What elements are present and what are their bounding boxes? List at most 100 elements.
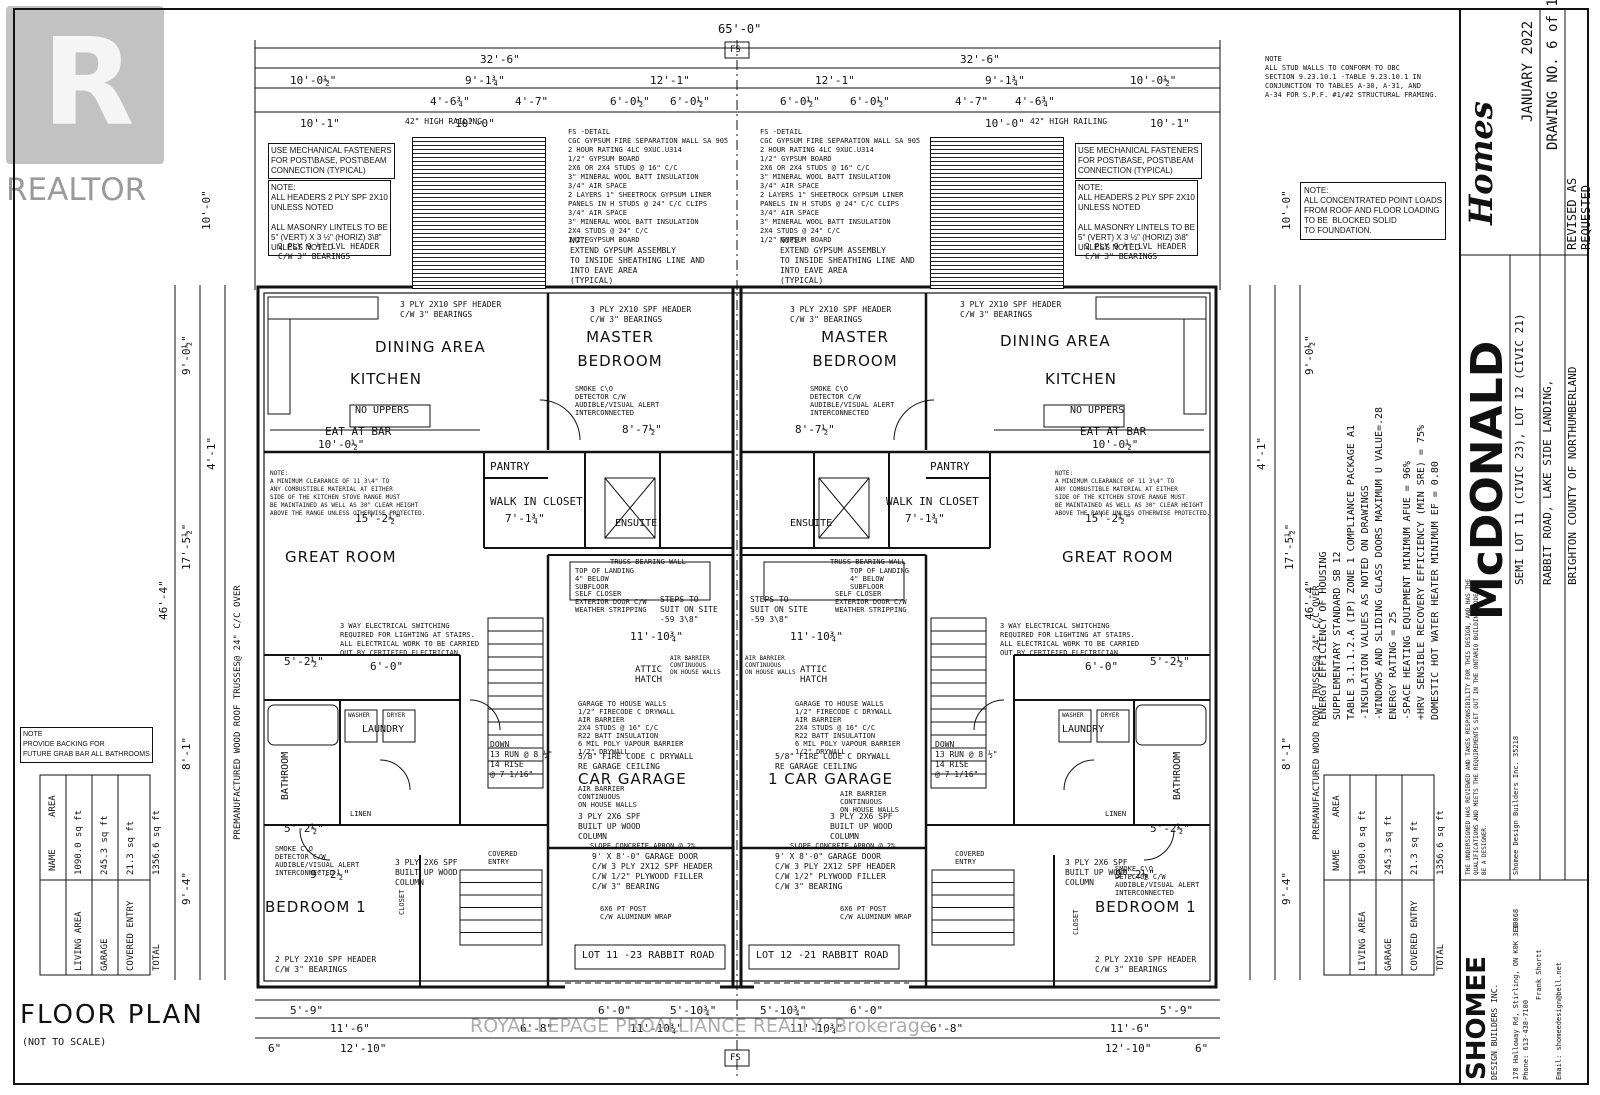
- title-project-2: RABBIT ROAD, LAKE SIDE LANDING,: [1541, 379, 1554, 585]
- title-firm-phone: Phone: 613-438-7100: [1522, 999, 1530, 1080]
- dim-label: 5'-2½": [1150, 655, 1190, 668]
- area-row-name: COVERED ENTRY: [1410, 900, 1420, 971]
- dim-label: 4'-1": [205, 436, 218, 470]
- dim-label: 4'-6¾": [430, 95, 470, 108]
- label-ensuite-left: ENSUITE: [615, 518, 658, 529]
- dim-label: 15'-2½": [355, 512, 402, 525]
- label-dryer-right: DRYER: [1101, 712, 1120, 719]
- dim-label: 7'-1¾": [905, 512, 945, 525]
- dim-label: 9'-4": [180, 871, 193, 905]
- note-landing-right: TOP OF LANDING 4" BELOW SUBFLOOR: [850, 567, 910, 591]
- note-truss-wall-right: TRUSS BEARING WALL: [830, 558, 906, 566]
- dim-label: 7'-1¾": [505, 512, 545, 525]
- dim-label: 4'-1": [1255, 436, 1268, 470]
- label-bathroom-right: BATHROOM: [1172, 751, 1183, 800]
- dim-label: 6'-0": [370, 660, 404, 673]
- dim-label: 10'-0½": [318, 438, 365, 451]
- dim-label: 11'-6": [1110, 1022, 1150, 1035]
- energy-note-line: -WINDOWS AND SLIDING GLASS DOORS MAXIMUM…: [1374, 406, 1385, 720]
- note-header-dining-left: 3 PLY 2X10 SPF HEADER C/W 3" BEARINGS: [400, 300, 502, 319]
- dim-label: 11'-10¾": [790, 630, 843, 643]
- label-nouppers-right: NO UPPERS: [1070, 405, 1125, 416]
- dim-label: 10'-1": [300, 117, 340, 130]
- label-eatbar-left: EAT AT BAR: [325, 425, 392, 438]
- title-designer: Frank Shortt: [1535, 949, 1543, 1000]
- deck-right: [930, 137, 1064, 289]
- title-bcin: 30068: [1512, 908, 1520, 930]
- energy-note-line: -SPACE HEATING EQUIPMENT MINIMUM AFUE = …: [1402, 461, 1413, 720]
- note-truss-wall-left: TRUSS BEARING WALL: [610, 558, 686, 566]
- note-grab-bar: NOTE PROVIDE BACKING FOR FUTURE GRAB BAR…: [20, 727, 153, 763]
- label-dryer-left: DRYER: [387, 712, 406, 719]
- dim-label: 10'-0½": [1130, 74, 1177, 87]
- energy-note-line: DOMESTIC HOT WATER HEATER MINIMUM EF = 0…: [1430, 461, 1441, 720]
- title-brand-script: Homes: [1462, 101, 1500, 225]
- area-row-value: 1090.0 sq ft: [74, 809, 84, 875]
- note-smoke-bed-right: SMOKE C\O DETECTOR C/W AUDIBLE/VISUAL AL…: [1115, 865, 1200, 897]
- dim-label: 6'-0½": [780, 95, 820, 108]
- label-kitchen-right: KITCHEN: [1045, 370, 1117, 388]
- dim-label: 6'-8": [520, 1022, 554, 1035]
- label-ensuite-right: ENSUITE: [790, 518, 833, 529]
- energy-note-line: ENERGY EFFICIENCY OF HOUSING: [1318, 551, 1329, 720]
- railing-right: 42" HIGH RAILING: [1030, 117, 1108, 126]
- dim-label: 10'-1": [1150, 117, 1190, 130]
- label-great-left: GREAT ROOM: [285, 548, 397, 566]
- dim-label: 4'-7": [515, 95, 549, 108]
- area-row-value: 1356.6 sq ft: [1436, 809, 1446, 875]
- note-slope-right: SLOPE CONCRETE APRON @ 2%: [790, 842, 896, 850]
- energy-note-line: TABLE 3.1.1.2.A (IP) ZONE 1 COMPLIANCE P…: [1346, 424, 1357, 720]
- dim-label: 11'-10¾": [630, 1022, 683, 1035]
- railing-left: 42" HIGH RAILING: [405, 117, 483, 126]
- note-steps-right: STEPS TO SUIT ON SITE -59 3\8": [750, 595, 808, 624]
- title-revised: REVISED AS REQUESTED: [1565, 177, 1593, 250]
- label-linen-right: LINEN: [1105, 810, 1127, 818]
- label-bathroom-left: BATHROOM: [280, 751, 291, 800]
- dim-label: 6'-8": [930, 1022, 964, 1035]
- note-garage-door-left: 9' X 8'-0" GARAGE DOOR C/W 3 PLY 2X12 SP…: [592, 852, 713, 891]
- dim-label: 6'-0½": [610, 95, 650, 108]
- energy-note-line: +HRV SENSIBLE RECOVERY EFFICIENCY (MIN S…: [1416, 424, 1427, 720]
- dim-label: 12'-1": [815, 74, 855, 87]
- label-master-right: MASTER BEDROOM: [812, 328, 898, 370]
- dim-half-right: 32'-6": [960, 53, 1000, 66]
- floor-plan-subtitle: (NOT TO SCALE): [22, 1037, 107, 1048]
- area-table-name-header: NAME: [1332, 849, 1342, 871]
- label-linen-left: LINEN: [350, 810, 372, 818]
- dim-label: 11'-10¾": [790, 1022, 843, 1035]
- dim-label: 6'-0½": [670, 95, 710, 108]
- label-covered-entry-right: COVERED ENTRY: [955, 850, 985, 866]
- title-date: JANUARY 2022: [1520, 20, 1536, 122]
- note-headers-right: NOTE: ALL HEADERS 2 PLY SPF 2X10 UNLESS …: [1075, 180, 1198, 256]
- label-garage-right: 1 CAR GARAGE: [768, 770, 894, 788]
- dim-label: 12'-1": [650, 74, 690, 87]
- area-table-area-header: AREA: [1332, 795, 1342, 817]
- energy-note-line: ENERGY RATING = 25: [1388, 611, 1399, 720]
- title-firm-addr: 178 Halloway Rd, Stirling, ON K0K 3E0: [1512, 924, 1520, 1080]
- dim-label: 6'-0": [598, 1004, 632, 1017]
- note-garage-walls-right: GARAGE TO HOUSE WALLS 1/2" FIRECODE C DR…: [795, 700, 901, 756]
- label-great-right: GREAT ROOM: [1062, 548, 1174, 566]
- dim-label: 6'-0": [1085, 660, 1119, 673]
- label-laundry-left: LAUNDRY: [362, 724, 405, 735]
- note-header-bed-right: 2 PLY 2X10 SPF HEADER C/W 3" BEARINGS: [1095, 955, 1197, 974]
- dim-overall-width: 65'-0": [718, 22, 762, 36]
- dim-label: 9'-4": [1280, 871, 1293, 905]
- lot-label-left: LOT 11 -23 RABBIT ROAD: [582, 950, 715, 961]
- label-walkin-right: WALK IN CLOSET: [886, 495, 979, 508]
- dim-label: 10'-0": [455, 117, 495, 130]
- note-point-loads: NOTE: ALL CONCENTRATED POINT LOADS FROM …: [1300, 182, 1447, 240]
- note-smoke-right: SMOKE C\O DETECTOR C/W AUDIBLE/VISUAL AL…: [810, 385, 895, 417]
- lot-label-right: LOT 12 -21 RABBIT ROAD: [756, 950, 889, 961]
- title-project-3: BRIGHTON COUNTY OF NORTHUMBERLAND: [1566, 366, 1579, 585]
- note-fs-right: FS -DETAIL CGC GYPSUM FIRE SEPARATION WA…: [760, 128, 921, 244]
- dim-label: 5'-2½": [284, 655, 324, 668]
- label-pantry-left: PANTRY: [490, 460, 530, 473]
- truss-note-left: PREMANUFACTURED WOOD ROOF TRUSSES@ 24" C…: [233, 585, 243, 840]
- fs-tag-bottom: FS: [730, 1053, 741, 1063]
- note-column-bed-left: 3 PLY 2X6 SPF BUILT UP WOOD COLUMN: [395, 858, 458, 887]
- label-covered-entry-left: COVERED ENTRY: [488, 850, 518, 866]
- label-washer-right: WASHER: [1062, 712, 1084, 719]
